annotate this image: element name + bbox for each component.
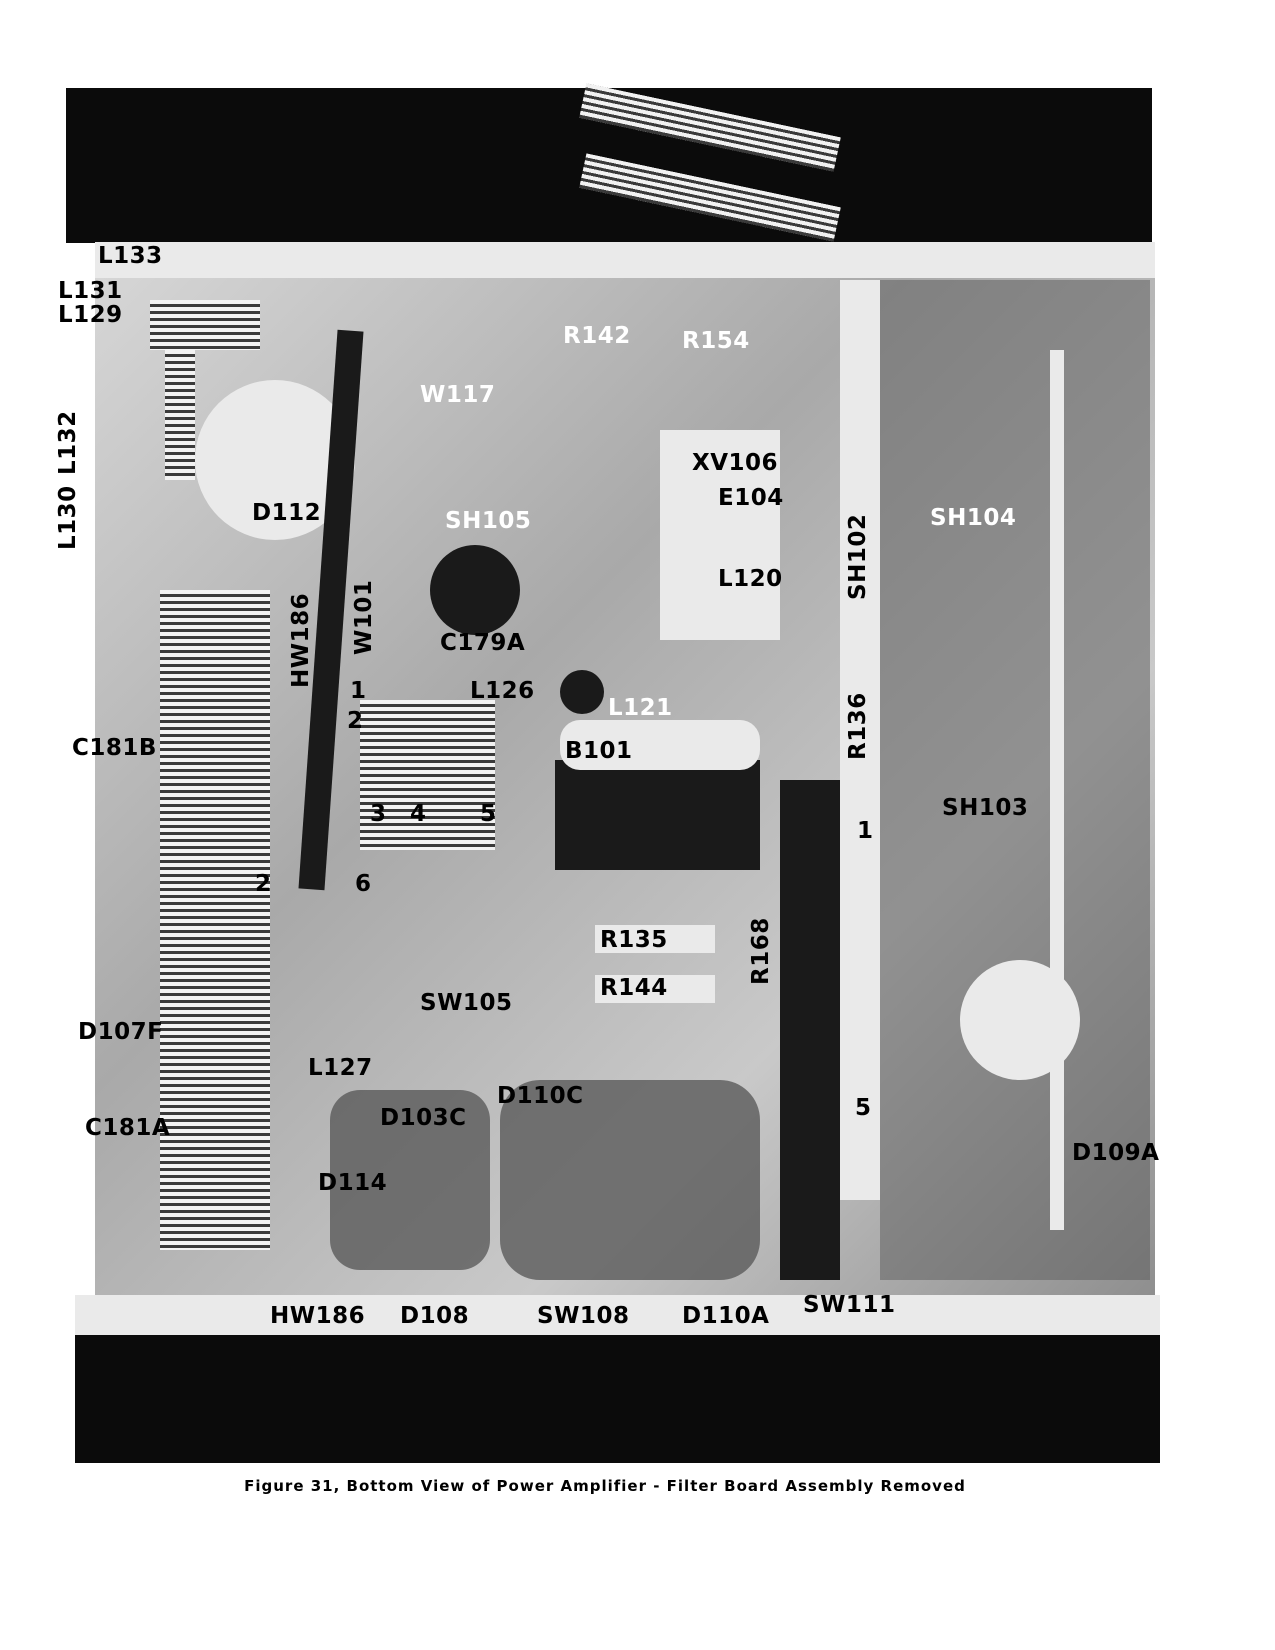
label-sh105: SH105 xyxy=(445,508,532,534)
figure-caption: Figure 31, Bottom View of Power Amplifie… xyxy=(244,1477,966,1495)
label-l127: L127 xyxy=(308,1055,373,1081)
label-r136: R136 xyxy=(845,692,871,760)
bar-mark-1: 1 xyxy=(857,818,874,844)
label-e104: E104 xyxy=(718,485,784,511)
label-hw186-bottom: HW186 xyxy=(270,1303,366,1329)
label-l129: L129 xyxy=(58,302,123,328)
label-w101: W101 xyxy=(351,579,377,655)
label-xv106: XV106 xyxy=(692,450,779,476)
label-sw105: SW105 xyxy=(420,990,513,1016)
terminal-2-c181: 2 xyxy=(255,871,272,897)
label-l133: L133 xyxy=(98,243,163,269)
terminal-6: 6 xyxy=(355,871,372,897)
label-d110c: D110C xyxy=(497,1083,584,1109)
label-r135: R135 xyxy=(600,927,668,953)
label-r168: R168 xyxy=(748,917,774,985)
label-c179a: C179A xyxy=(440,630,526,656)
label-d110a: D110A xyxy=(682,1303,770,1329)
label-sw108: SW108 xyxy=(537,1303,630,1329)
label-r154: R154 xyxy=(682,328,750,354)
terminal-5: 5 xyxy=(480,801,497,827)
label-d103c: D103C xyxy=(380,1105,467,1131)
label-sh103: SH103 xyxy=(942,795,1029,821)
label-w117: W117 xyxy=(420,382,496,408)
label-d108: D108 xyxy=(400,1303,470,1329)
label-d112: D112 xyxy=(252,500,322,526)
label-c181b: C181B xyxy=(72,735,157,761)
terminal-4: 4 xyxy=(410,801,427,827)
label-l130: L130 xyxy=(55,485,81,550)
terminal-2: 2 xyxy=(347,708,364,734)
label-b101: B101 xyxy=(565,738,633,764)
label-c181a: C181A xyxy=(85,1115,171,1141)
label-l131: L131 xyxy=(58,278,123,304)
label-hw186-top: HW186 xyxy=(288,592,314,688)
label-l120: L120 xyxy=(718,566,783,592)
terminal-1: 1 xyxy=(350,678,367,704)
label-l121: L121 xyxy=(608,695,673,721)
label-l126: L126 xyxy=(470,678,535,704)
label-r142: R142 xyxy=(563,323,631,349)
label-d114: D114 xyxy=(318,1170,388,1196)
terminal-3: 3 xyxy=(370,801,387,827)
label-sh104: SH104 xyxy=(930,505,1017,531)
label-d109a: D109A xyxy=(1072,1140,1160,1166)
label-sw111: SW111 xyxy=(803,1292,896,1318)
label-l132: L132 xyxy=(55,410,81,475)
label-r144: R144 xyxy=(600,975,668,1001)
label-d107f: D107F xyxy=(78,1019,164,1045)
label-sh102: SH102 xyxy=(845,513,871,600)
bar-mark-5: 5 xyxy=(855,1095,872,1121)
